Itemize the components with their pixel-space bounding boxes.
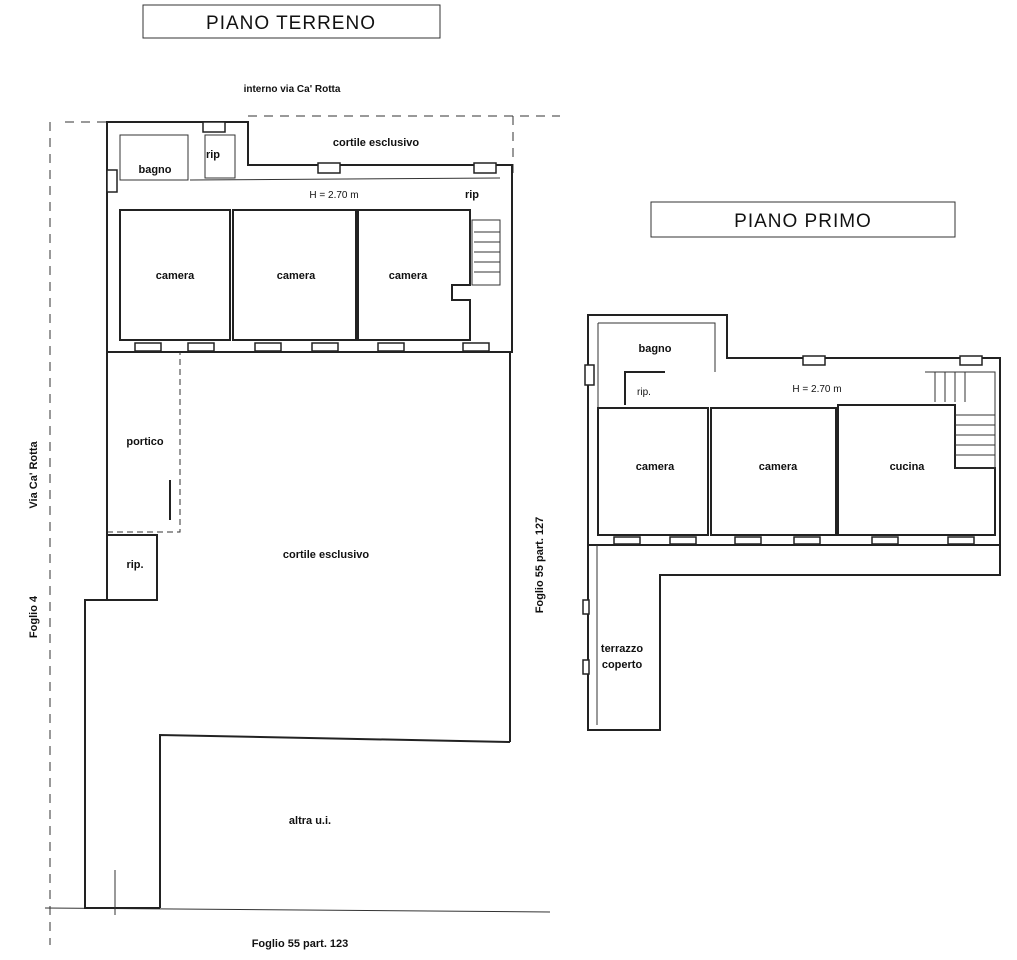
room-label-rip: rip.: [637, 387, 651, 398]
ground-floor-title: PIANO TERRENO: [206, 13, 376, 34]
room-label-rip: rip: [206, 149, 220, 161]
room-label-camera: camera: [156, 270, 195, 282]
room-label-camera: camera: [759, 461, 798, 473]
first-floor-title: PIANO PRIMO: [734, 211, 872, 232]
room-label-camera: camera: [277, 270, 316, 282]
room-label-coperto: coperto: [602, 659, 643, 671]
room-label-terrazzo: terrazzo: [601, 643, 643, 655]
street-top-label: interno via Ca' Rotta: [244, 84, 341, 95]
room-label-cortile: cortile esclusivo: [283, 549, 369, 561]
room-label-rip: rip.: [126, 559, 143, 571]
room-label-camera: camera: [389, 270, 428, 282]
room-label-altra-ui: altra u.i.: [289, 815, 331, 827]
room-label-camera: camera: [636, 461, 675, 473]
room-label-bagno: bagno: [139, 164, 172, 176]
boundary-foglio-55-127: Foglio 55 part. 127: [534, 517, 546, 614]
boundary-foglio-4: Foglio 4: [28, 595, 40, 638]
room-label-rip: rip: [465, 189, 479, 201]
ground-floor-plan: [44, 115, 560, 945]
room-label-cortile: cortile esclusivo: [333, 137, 419, 149]
boundary-via-ca-rotta: Via Ca' Rotta: [28, 441, 40, 509]
height-note: H = 2.70 m: [309, 190, 358, 201]
room-label-cucina: cucina: [890, 461, 926, 473]
room-label-portico: portico: [126, 436, 164, 448]
first-floor-title-box: [650, 201, 956, 238]
ground-floor-title-box: [142, 4, 441, 39]
boundary-foglio-55-123: Foglio 55 part. 123: [252, 938, 349, 950]
height-note: H = 2.70 m: [792, 384, 841, 395]
room-label-bagno: bagno: [639, 343, 672, 355]
first-floor-plan: [582, 314, 1001, 731]
